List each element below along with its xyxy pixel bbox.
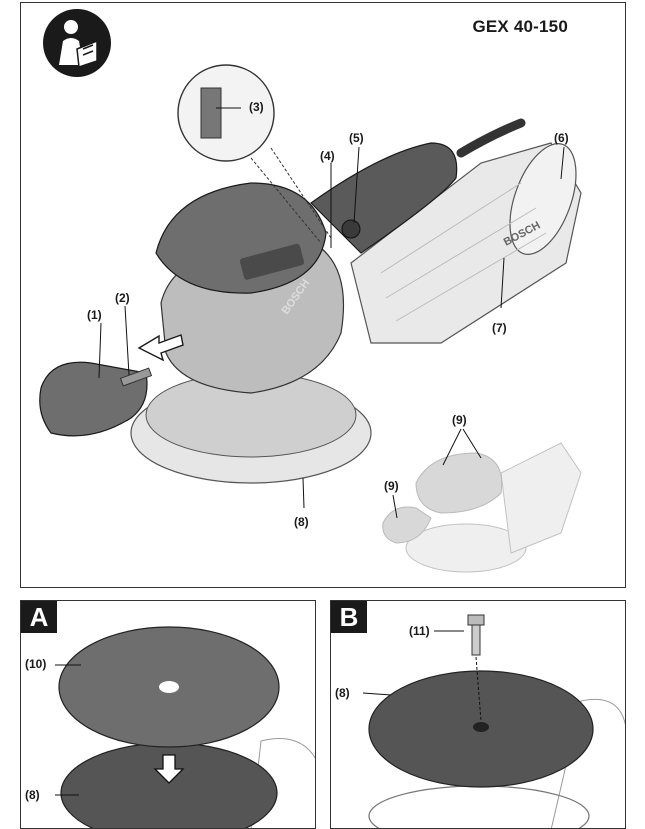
sander-illustration: BOSCH BOSCH xyxy=(39,64,582,573)
callout-4: (4) xyxy=(320,149,335,163)
model-name: GEX 40-150 xyxy=(472,17,568,36)
callout-5: (5) xyxy=(349,131,364,145)
figure-a-panel: A (10) (8) xyxy=(20,600,316,829)
callout-9a: (9) xyxy=(452,413,467,427)
auxiliary-handle xyxy=(39,361,148,437)
pad-screw xyxy=(467,614,485,626)
figure-a-illustration xyxy=(55,626,315,828)
figure-b-illustration xyxy=(362,614,625,828)
main-figure-panel: GEX 40-150 BOSCH BOSCH xyxy=(20,2,626,588)
callout-6: (6) xyxy=(554,131,569,145)
panel-letter-a: A xyxy=(21,601,57,633)
callout-8-b: (8) xyxy=(335,686,350,700)
read-manual-icon xyxy=(43,9,111,77)
figure-b-panel: B (11) (8) xyxy=(330,600,626,829)
on-off-switch xyxy=(341,219,361,239)
callout-2: (2) xyxy=(115,291,130,305)
panel-letter-b: B xyxy=(331,601,367,633)
dust-box: BOSCH xyxy=(350,142,582,344)
callout-1: (1) xyxy=(87,308,102,322)
callout-10: (10) xyxy=(25,657,47,671)
callout-11: (11) xyxy=(409,624,430,638)
callout-7: (7) xyxy=(492,321,507,335)
sander-small-view xyxy=(382,442,582,573)
callout-8: (8) xyxy=(294,515,309,529)
callout-9b: (9) xyxy=(384,479,399,493)
top-cover xyxy=(155,182,327,294)
callout-3: (3) xyxy=(249,100,264,114)
down-arrow-icon xyxy=(153,754,185,784)
insert-arrow-icon xyxy=(137,334,184,362)
callout-8-a: (8) xyxy=(25,788,40,802)
